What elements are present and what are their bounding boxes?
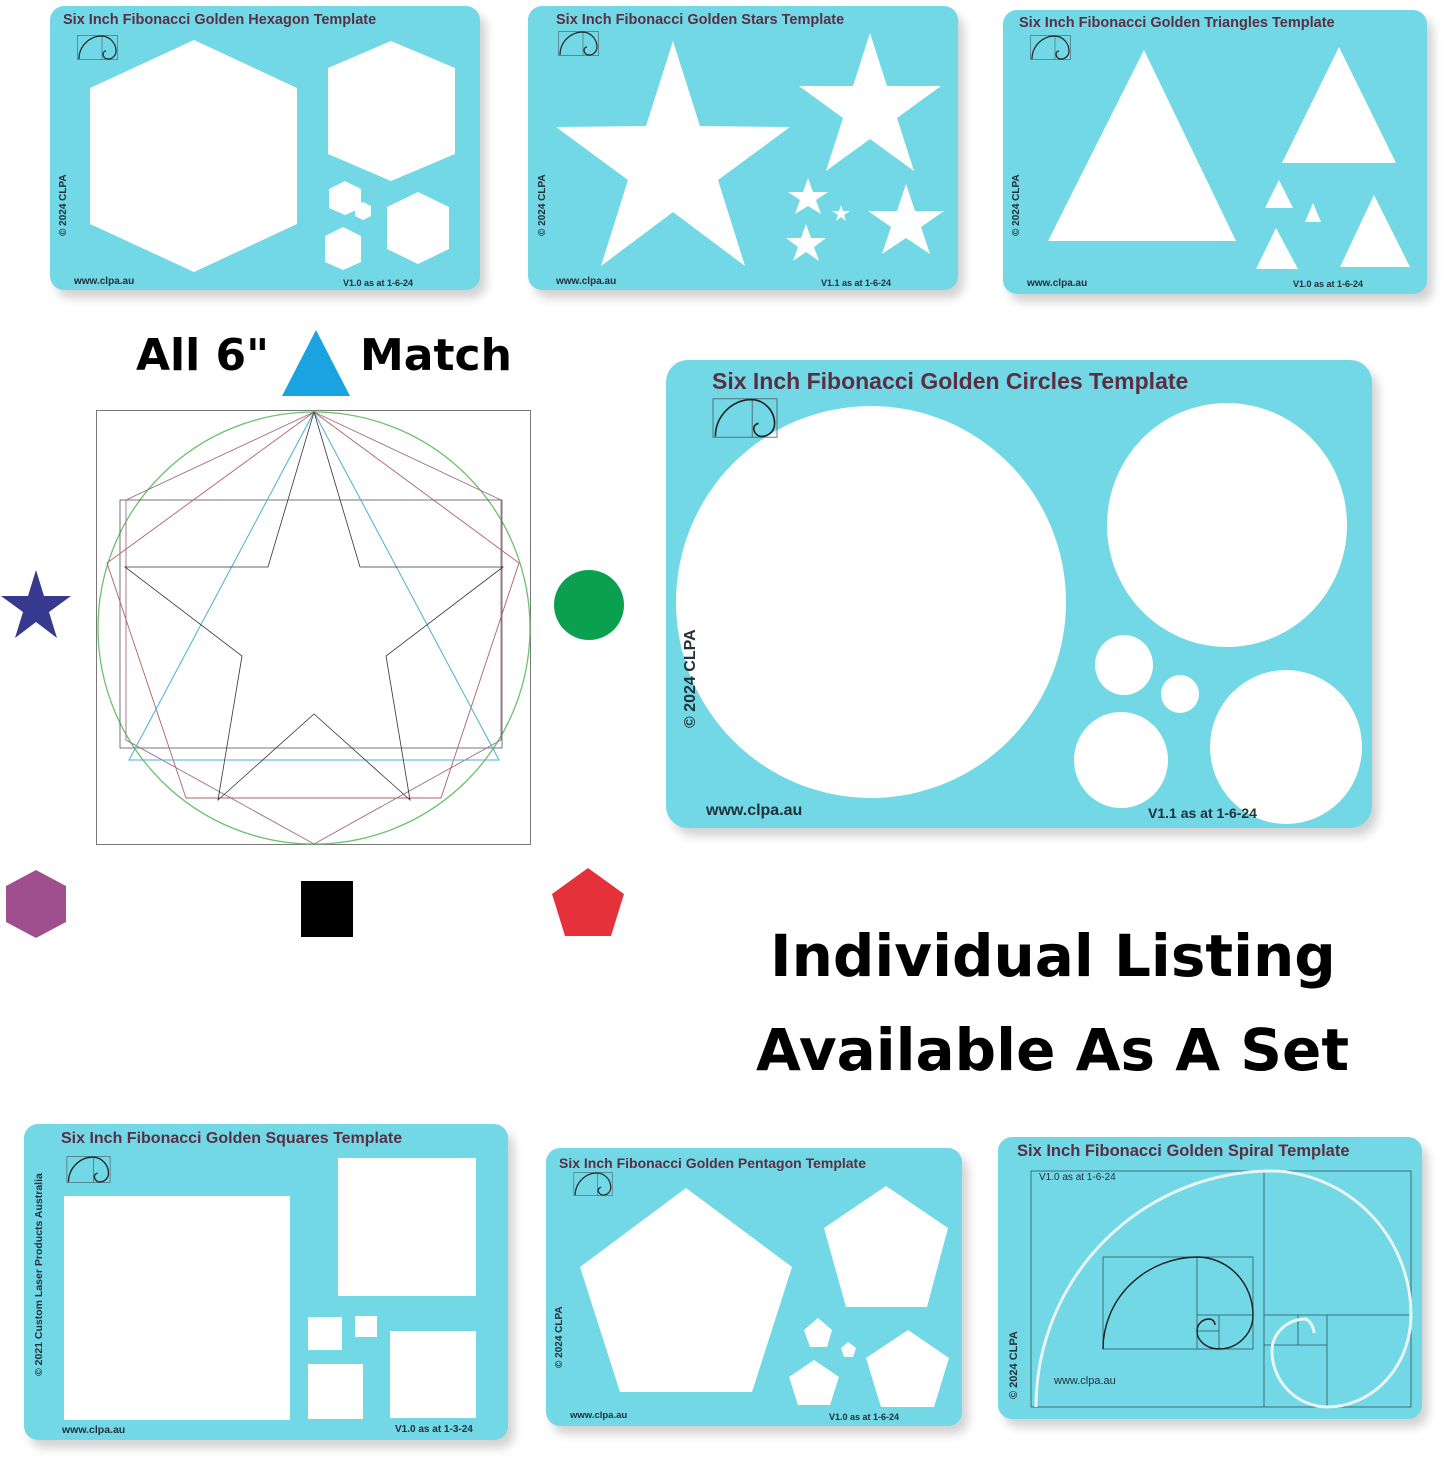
star-cutouts <box>556 33 944 266</box>
triangles-template-card: Six Inch Fibonacci Golden Triangles Temp… <box>1003 10 1427 294</box>
version-text: V1.0 as at 1-6-24 <box>829 1412 900 1422</box>
overlay-shapes-diagram <box>96 410 531 845</box>
stars-template-card: Six Inch Fibonacci Golden Stars Template… <box>528 6 958 290</box>
triangle-marker-icon <box>282 330 350 396</box>
callout-line-2: Available As A Set <box>756 1016 1350 1084</box>
triangle-cutouts <box>1048 47 1410 269</box>
template-title: Six Inch Fibonacci Golden Hexagon Templa… <box>63 12 377 28</box>
fibonacci-spiral-logo-icon <box>573 1172 613 1196</box>
hexagon-marker-icon <box>6 870 66 938</box>
circle-marker-icon <box>554 570 624 640</box>
square-marker-icon <box>301 881 353 937</box>
website-url: www.clpa.au <box>1054 1375 1116 1387</box>
version-text: V1.0 as at 1-3-24 <box>395 1424 473 1435</box>
fibonacci-spiral-logo-icon <box>558 31 599 56</box>
copyright-text: © 2024 CLPA <box>537 174 548 236</box>
template-title: Six Inch Fibonacci Golden Pentagon Templ… <box>559 1155 867 1171</box>
hexagon-template-card: Six Inch Fibonacci Golden Hexagon Templa… <box>50 6 480 290</box>
website-url: www.clpa.au <box>74 276 135 287</box>
match-label-right: Match <box>360 330 512 381</box>
squares-template-card: Six Inch Fibonacci Golden Squares Templa… <box>24 1124 508 1440</box>
circles-template-card: Six Inch Fibonacci Golden Circles Templa… <box>666 360 1372 828</box>
fibonacci-spiral-logo-icon <box>712 398 778 438</box>
pentagon-cutouts <box>580 1186 949 1407</box>
pentagon-template-card: Six Inch Fibonacci Golden Pentagon Templ… <box>546 1148 962 1426</box>
copyright-text: © 2024 CLPA <box>58 174 69 236</box>
copyright-text: © 2024 CLPA <box>682 629 699 728</box>
version-text: V1.0 as at 1-6-24 <box>1293 279 1364 289</box>
template-title: Six Inch Fibonacci Golden Squares Templa… <box>61 1130 403 1147</box>
square-cutouts <box>64 1158 476 1420</box>
copyright-text: © 2024 CLPA <box>1008 1331 1020 1399</box>
website-url: www.clpa.au <box>556 276 617 287</box>
version-text: V1.0 as at 1-6-24 <box>343 278 414 288</box>
pentagon-marker-icon <box>552 868 624 936</box>
hexagon-cutouts <box>90 40 455 272</box>
spiral-template-card: Six Inch Fibonacci Golden Spiral Templat… <box>998 1137 1422 1419</box>
fibonacci-spiral-logo-icon <box>77 35 118 60</box>
template-title: Six Inch Fibonacci Golden Circles Templa… <box>712 368 1189 394</box>
template-title: Six Inch Fibonacci Golden Stars Template <box>556 12 845 28</box>
version-text: V1.1 as at 1-6-24 <box>1148 805 1257 821</box>
match-label-left: All 6" <box>136 330 270 381</box>
circle-cutouts <box>676 403 1362 824</box>
website-url: www.clpa.au <box>1027 278 1088 289</box>
copyright-text: © 2024 CLPA <box>554 1306 565 1368</box>
website-url: www.clpa.au <box>62 1424 126 1436</box>
version-text: V1.0 as at 1-6-24 <box>1039 1172 1116 1183</box>
copyright-text: © 2021 Custom Laser Products Australia <box>33 1173 45 1376</box>
website-url: www.clpa.au <box>570 1410 628 1421</box>
version-text: V1.1 as at 1-6-24 <box>821 278 892 288</box>
website-url: www.clpa.au <box>706 802 803 819</box>
fibonacci-spiral-logo-icon <box>66 1156 111 1183</box>
template-title: Six Inch Fibonacci Golden Triangles Temp… <box>1019 15 1335 31</box>
star-marker-icon <box>1 570 71 638</box>
template-title: Six Inch Fibonacci Golden Spiral Templat… <box>1017 1142 1350 1160</box>
callout-line-1: Individual Listing <box>770 922 1336 990</box>
copyright-text: © 2024 CLPA <box>1011 174 1022 236</box>
spiral-guides <box>1030 1169 1413 1409</box>
fibonacci-spiral-logo-icon <box>1030 35 1071 60</box>
